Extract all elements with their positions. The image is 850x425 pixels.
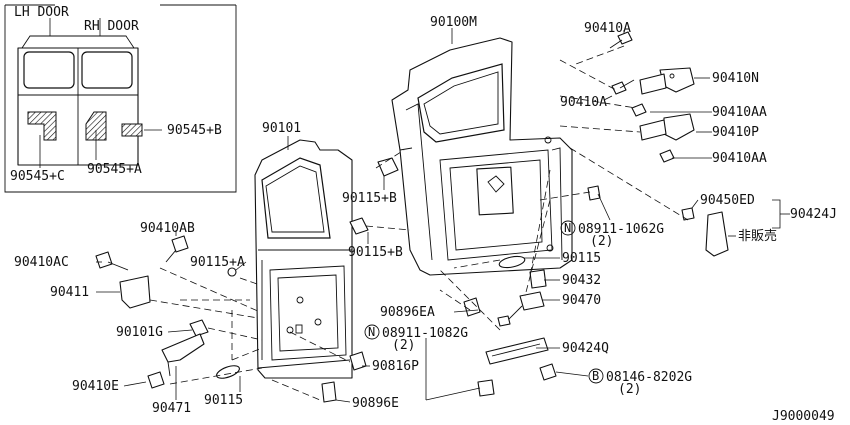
part-labels: 90100M 90101 90410A 90410N 90410A 90410A…: [14, 15, 837, 424]
small-parts-right: [463, 185, 601, 397]
label-90471: 90471: [152, 401, 191, 416]
label-90100M: 90100M: [430, 15, 477, 30]
label-not-sold: 非販売: [738, 228, 777, 244]
label-90410E: 90410E: [72, 379, 119, 394]
label-08146-8202G: 08146-8202G: [606, 370, 692, 385]
part-90424J-cover: [681, 207, 729, 257]
label-90410N: 90410N: [712, 71, 759, 86]
inset-box: LH DOOR RH DOOR 90545+B 90545+C 90545+A: [4, 4, 237, 193]
label-90424Q: 90424Q: [562, 341, 609, 356]
label-90411: 90411: [50, 285, 89, 300]
label-90410AA-2: 90410AA: [712, 151, 767, 166]
label-90410AC: 90410AC: [14, 255, 69, 270]
circle-n-1: N: [564, 221, 571, 235]
hinge-upper: [609, 31, 695, 95]
part-90545-b: 90545+B: [167, 123, 222, 138]
label-90115-lower: 90115: [204, 393, 243, 408]
label-08146-8202G-qty: (2): [618, 382, 641, 397]
label-90450ED: 90450ED: [700, 193, 755, 208]
rh-door-label: RH DOOR: [84, 19, 139, 34]
circle-n-2: N: [368, 325, 375, 339]
label-90115B-2: 90115+B: [348, 245, 403, 260]
plugs: [216, 157, 526, 379]
lh-door-label: LH DOOR: [14, 5, 69, 20]
figure-id: J9000049: [772, 409, 835, 424]
dashed-guides: [149, 45, 689, 401]
label-90115: 90115: [562, 251, 601, 266]
label-90410AA-1: 90410AA: [712, 105, 767, 120]
label-90115B-1: 90115+B: [342, 191, 397, 206]
circle-markers: N N B: [364, 220, 604, 384]
label-90410P: 90410P: [712, 125, 759, 140]
label-90410A-mid: 90410A: [560, 95, 607, 110]
label-90470: 90470: [562, 293, 601, 308]
label-90101: 90101: [262, 121, 301, 136]
clips-lower: [321, 351, 367, 403]
label-90101G: 90101G: [116, 325, 163, 340]
label-90896EA: 90896EA: [380, 305, 435, 320]
pad-b: [121, 123, 143, 137]
pad-rh: [85, 111, 107, 141]
pad-lh: [27, 111, 57, 141]
label-08911-1062G-qty: (2): [590, 234, 613, 249]
label-90115A: 90115+A: [190, 255, 245, 270]
part-90545-c: 90545+C: [10, 169, 65, 184]
circle-b: B: [592, 369, 599, 383]
hinge-lower: [631, 103, 695, 163]
door-90100M: [391, 37, 573, 276]
part-90545-a: 90545+A: [87, 162, 142, 177]
label-90896E: 90896E: [352, 396, 399, 411]
label-08911-1082G-qty: (2): [392, 338, 415, 353]
label-90816P: 90816P: [372, 359, 419, 374]
label-08911-1062G: 08911-1062G: [578, 222, 664, 237]
label-90410A-top: 90410A: [584, 21, 631, 36]
door-90101: [254, 139, 353, 379]
label-08911-1082G: 08911-1082G: [382, 326, 468, 341]
label-90424J: 90424J: [790, 207, 837, 222]
label-90410AB: 90410AB: [140, 221, 195, 236]
leader-lines: [96, 28, 790, 403]
label-90432: 90432: [562, 273, 601, 288]
hinge-left: [95, 235, 209, 389]
